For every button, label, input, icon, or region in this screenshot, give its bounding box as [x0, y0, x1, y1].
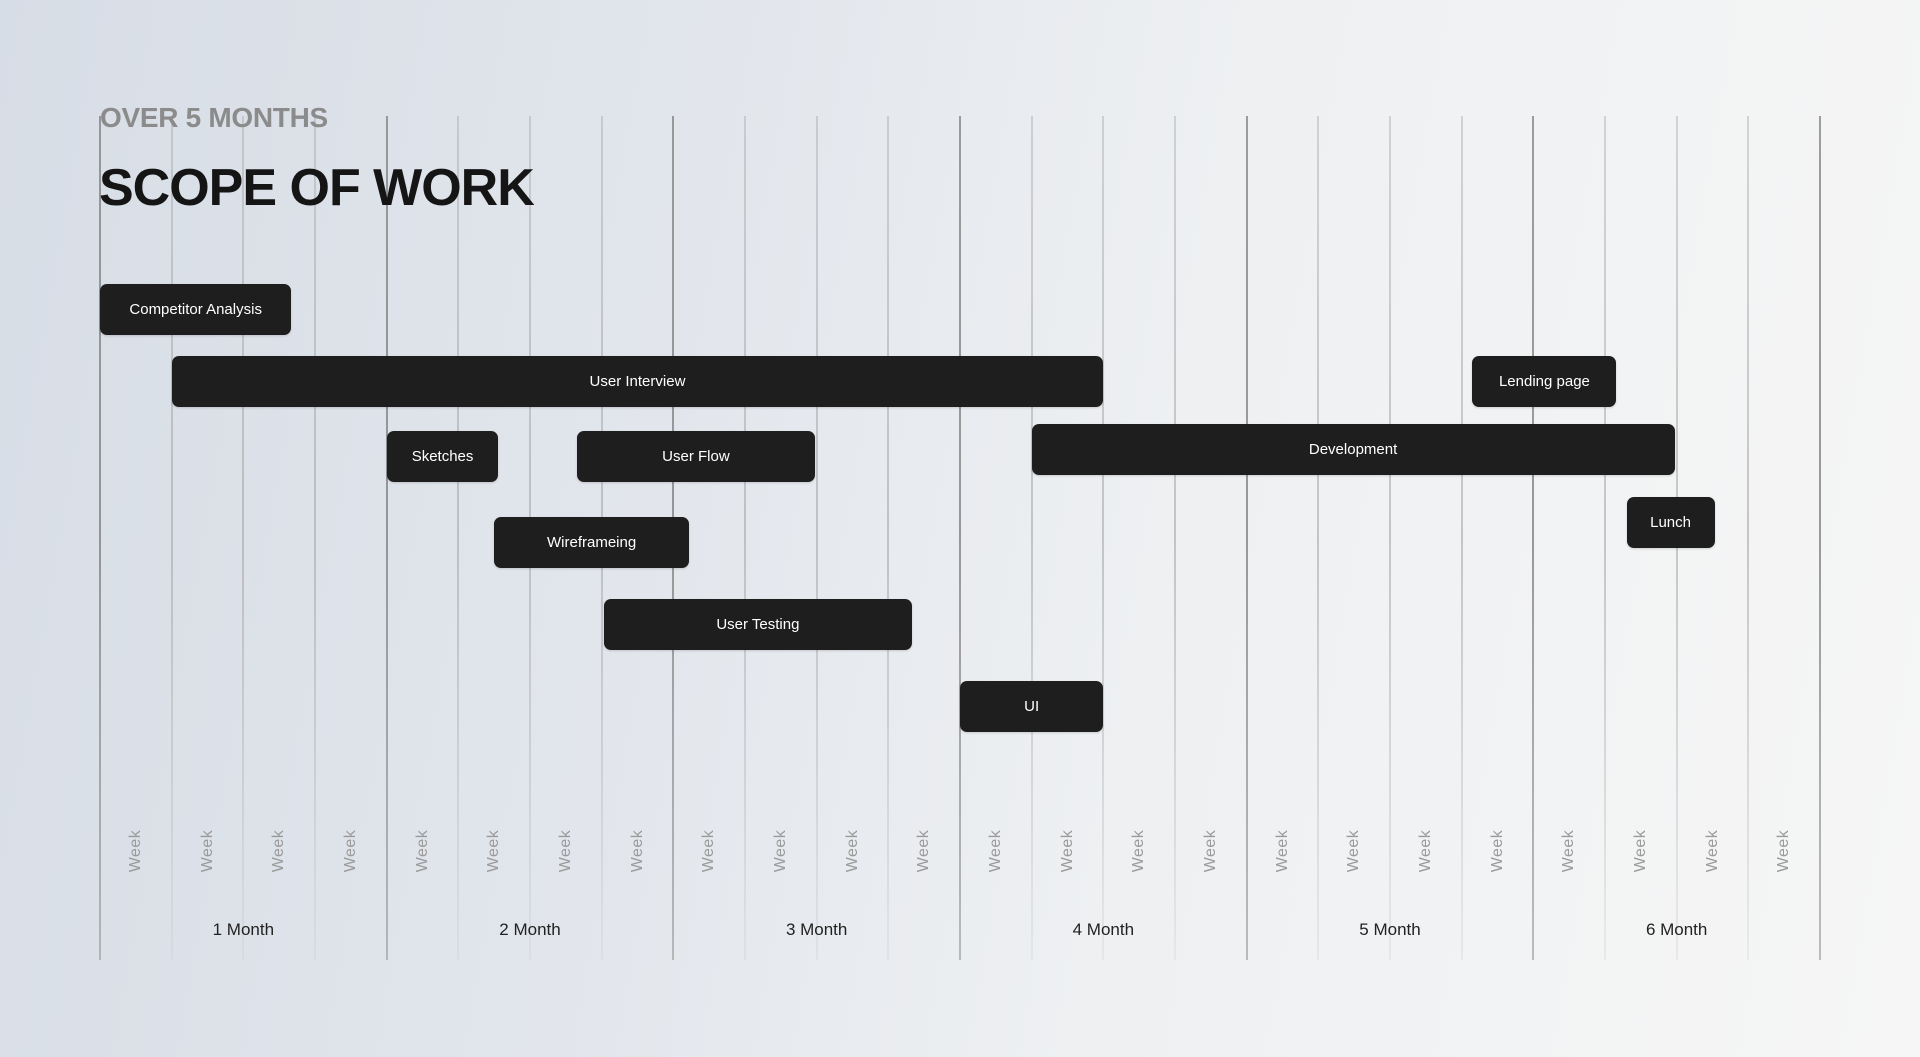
month-gridline [1819, 116, 1821, 960]
page-title: SCOPE OF WORK [99, 159, 535, 217]
week-label: Week [843, 829, 861, 873]
task-bar-user-testing: User Testing [603, 599, 912, 650]
week-label: Week [700, 829, 718, 873]
week-gridline [457, 116, 460, 960]
week-label: Week [1201, 829, 1219, 873]
week-label: Week [270, 829, 288, 873]
week-label: Week [1631, 829, 1649, 873]
week-label: Week [485, 829, 503, 873]
week-label: Week [1273, 829, 1291, 873]
week-label: Week [1775, 829, 1793, 873]
task-bar-competitor-analysis: Competitor Analysis [100, 284, 292, 335]
task-bar-sketches: Sketches [386, 431, 499, 482]
task-bar-ui: UI [960, 681, 1104, 732]
month-gridline [99, 116, 101, 960]
month-label: 6 Month [1645, 920, 1708, 939]
week-gridline [887, 116, 890, 960]
week-gridline [815, 116, 818, 960]
week-gridline [1030, 116, 1033, 960]
week-label: Week [413, 829, 431, 873]
week-gridline [744, 116, 746, 960]
week-gridline [1102, 116, 1105, 960]
week-gridline [1389, 116, 1391, 960]
week-label: Week [556, 829, 574, 873]
week-gridline [1317, 116, 1320, 960]
week-label: Week [1703, 829, 1721, 873]
month-label: 4 Month [1072, 920, 1135, 939]
week-label: Week [1488, 829, 1506, 873]
month-gridline [959, 116, 961, 960]
week-gridline [1604, 116, 1606, 960]
week-gridline [1747, 116, 1750, 960]
week-gridline [170, 116, 173, 960]
week-gridline [1460, 116, 1463, 960]
week-gridline [1174, 116, 1176, 960]
task-bar-development: Development [1031, 424, 1675, 475]
task-bar-lending-page: Lending page [1472, 356, 1617, 407]
month-gridline [385, 116, 388, 960]
week-label: Week [915, 829, 933, 873]
week-gridline [242, 116, 245, 960]
task-bar-user-interview: User Interview [171, 356, 1104, 407]
week-label: Week [1130, 829, 1148, 873]
week-gridline [314, 116, 316, 960]
week-label: Week [1416, 829, 1434, 873]
task-bar-user-flow: User Flow [576, 431, 816, 482]
week-label: Week [198, 829, 216, 873]
month-gridline [1532, 116, 1535, 960]
week-label: Week [628, 829, 646, 873]
month-label: 5 Month [1359, 920, 1421, 939]
task-bar-lunch: Lunch [1626, 497, 1715, 548]
week-label: Week [1560, 829, 1578, 873]
week-label: Week [1345, 829, 1363, 873]
week-label: Week [771, 829, 789, 873]
week-label: Week [126, 829, 144, 873]
week-label: Week [986, 829, 1004, 873]
month-label: 1 Month [212, 920, 275, 939]
month-label: 2 Month [499, 920, 561, 939]
page-subtitle: OVER 5 MONTHS [100, 102, 328, 133]
week-label: Week [1058, 829, 1076, 873]
month-gridline [1245, 116, 1248, 960]
month-label: 3 Month [785, 920, 848, 939]
week-label: Week [341, 829, 359, 873]
task-bar-wireframing: Wireframeing [494, 517, 690, 568]
